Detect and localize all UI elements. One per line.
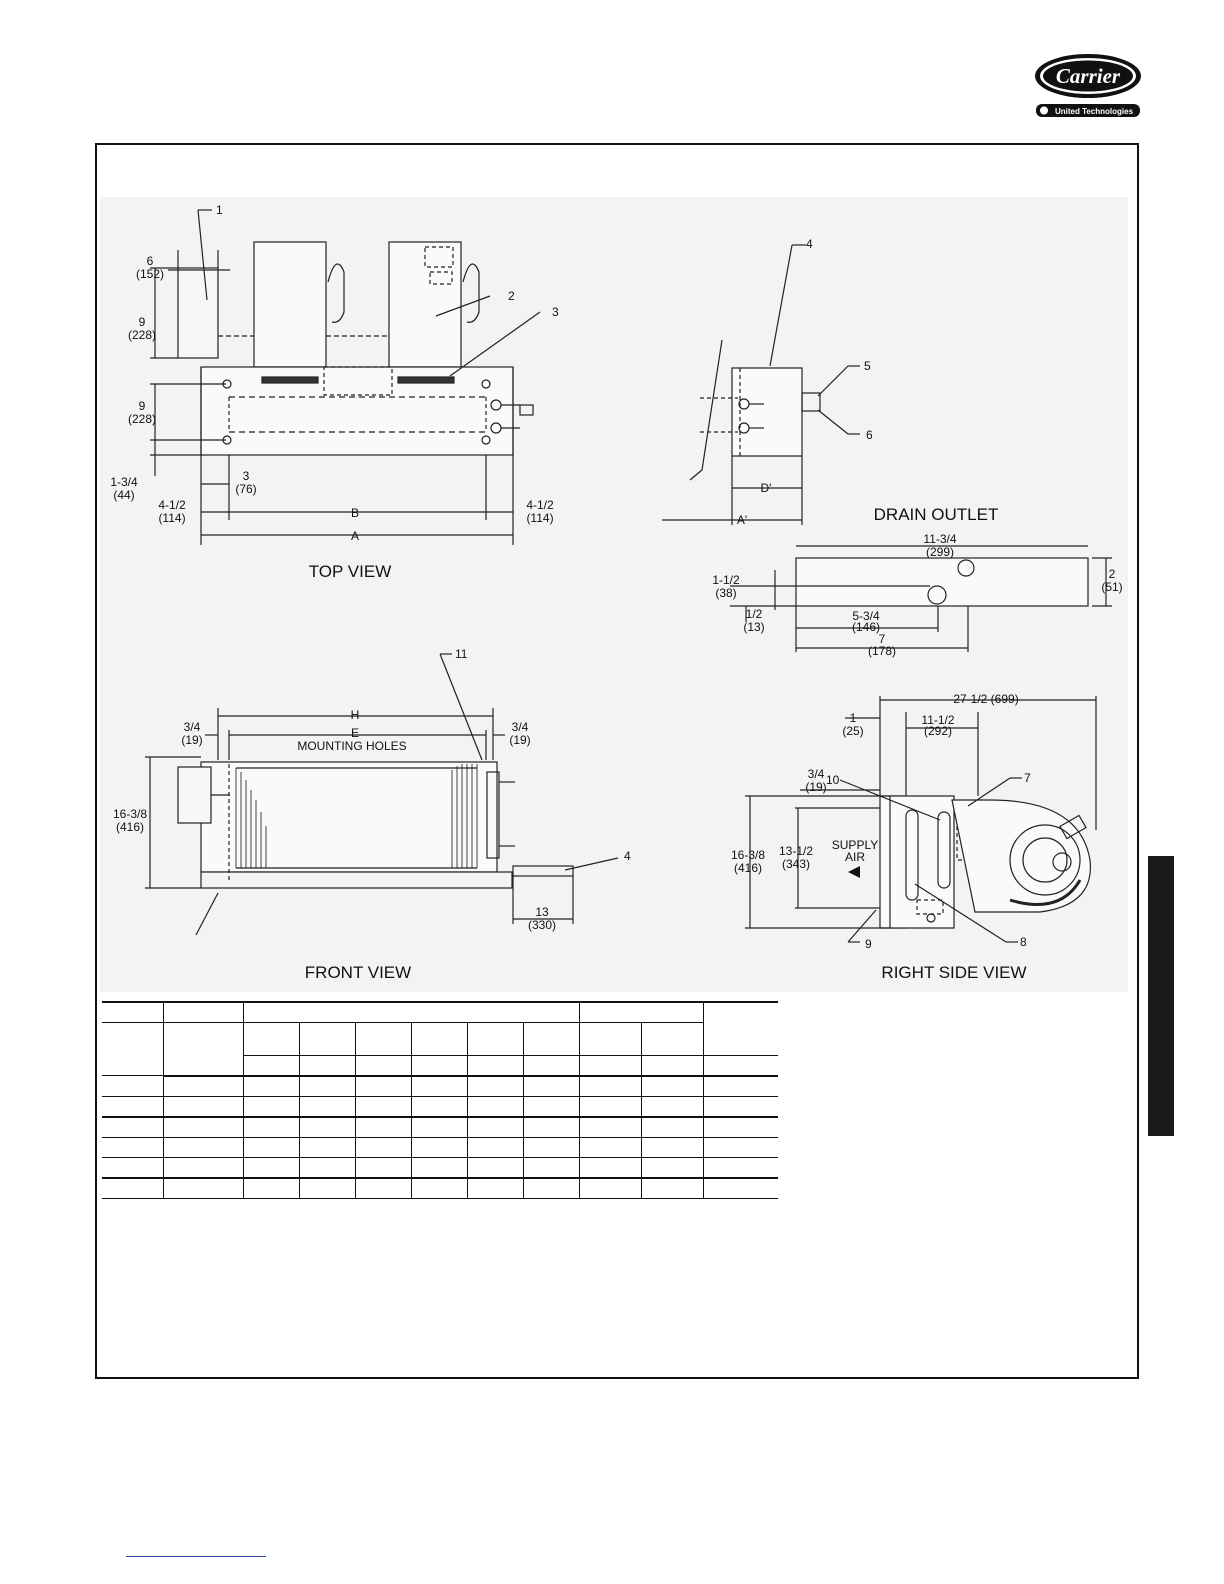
dim-text: (152): [136, 267, 164, 281]
dim-text: (416): [116, 820, 144, 834]
table-row: [102, 1177, 778, 1199]
dim-text: (76): [235, 482, 256, 496]
dim-text: 7: [879, 632, 886, 646]
dim-text: (228): [128, 328, 156, 342]
dim-text: 3/4: [808, 767, 825, 781]
dim-text: 4-1/2: [158, 498, 186, 512]
callout-8: 8: [1020, 935, 1027, 949]
dim-text: 13: [535, 905, 549, 919]
dim-text: (19): [805, 780, 826, 794]
dim-text: A: [351, 529, 359, 543]
top-view: [150, 209, 541, 545]
dim-text: (330): [528, 918, 556, 932]
front-view: [145, 653, 619, 936]
table-row: [102, 1157, 778, 1179]
dim-text: 3/4: [512, 720, 529, 734]
right-side-view: [745, 696, 1097, 943]
table-row: [102, 1075, 778, 1097]
callout-5: 5: [864, 359, 871, 373]
dim-text: (299): [926, 545, 954, 559]
dim-text: (19): [181, 733, 202, 747]
dim-text: 1/2: [746, 607, 763, 621]
carrier-logo: Carrier United Technologies: [1035, 54, 1141, 117]
dim-text: 27-1/2 (699): [953, 692, 1018, 706]
callout-7: 7: [1024, 771, 1031, 785]
dim-text: (146): [852, 620, 880, 634]
dim-text: D': [761, 481, 772, 495]
dim-text: 2: [1109, 567, 1116, 581]
dim-text: A': [737, 513, 747, 527]
brand-parent: United Technologies: [1055, 107, 1134, 116]
dim-text: 9: [139, 315, 146, 329]
dim-text: (13): [743, 620, 764, 634]
dim-text: (228): [128, 412, 156, 426]
top-view-title: TOP VIEW: [309, 562, 392, 581]
dim-text: (292): [924, 724, 952, 738]
right-side-view-title: RIGHT SIDE VIEW: [881, 963, 1026, 982]
table-row: [102, 1096, 778, 1118]
dim-text: (19): [509, 733, 530, 747]
dim-text: (44): [113, 488, 134, 502]
table-header-row: [102, 1001, 778, 1056]
callout-6: 6: [866, 428, 873, 442]
dim-text: H: [351, 708, 360, 722]
dim-text: (38): [715, 586, 736, 600]
callout-10: 10: [826, 773, 840, 787]
callout-4-front: 4: [624, 849, 631, 863]
callout-3: 3: [552, 305, 559, 319]
drain-side-view: [662, 244, 860, 525]
dim-text: E: [351, 726, 359, 740]
callout-4: 4: [806, 237, 813, 251]
dim-text: 9: [139, 399, 146, 413]
section-tab: [1148, 856, 1174, 1136]
drain-outlet-title: DRAIN OUTLET: [874, 505, 999, 524]
brand-name: Carrier: [1056, 64, 1121, 88]
callout-11: 11: [455, 647, 468, 661]
dim-text: 11-3/4: [923, 532, 956, 546]
dim-text: (343): [782, 857, 810, 871]
dim-text: 16-3/8: [731, 848, 765, 862]
dim-text: 16-3/8: [113, 807, 147, 821]
dim-text: (178): [868, 644, 896, 658]
dim-text: SUPPLY: [832, 838, 878, 852]
dim-text: B: [351, 506, 359, 520]
dim-text: AIR: [845, 850, 865, 864]
dim-text: (25): [842, 724, 863, 738]
dim-text: 1-3/4: [110, 475, 138, 489]
table-row: [102, 1055, 778, 1077]
dim-text: 11-1/2: [921, 713, 954, 727]
callout-1: 1: [216, 203, 223, 217]
arrow-left-icon: [848, 866, 860, 878]
dim-text: 1: [850, 711, 857, 725]
dim-text: 5-3/4: [852, 609, 880, 623]
table-subheader-row: [102, 1022, 778, 1056]
table-row: [102, 1116, 778, 1138]
dim-text: 6: [147, 254, 154, 268]
dim-text: 3/4: [184, 720, 201, 734]
dim-text: 1-1/2: [712, 573, 740, 587]
callout-2: 2: [508, 289, 515, 303]
drain-outlet-face: [730, 545, 1112, 652]
table-row: [102, 1137, 778, 1158]
callout-9: 9: [865, 937, 872, 951]
dim-text: (114): [158, 511, 185, 525]
dim-text: 4-1/2: [526, 498, 554, 512]
front-view-title: FRONT VIEW: [305, 963, 411, 982]
dim-text: MOUNTING HOLES: [297, 739, 406, 753]
dimension-table: [102, 1001, 778, 1199]
spec-frame: [95, 143, 1139, 1379]
dim-text: (416): [734, 861, 762, 875]
dim-text: 13-1/2: [779, 844, 813, 858]
dim-text: (114): [526, 511, 553, 525]
footer-link-underline[interactable]: [126, 1556, 266, 1557]
dim-text: (51): [1101, 580, 1122, 594]
dim-text: 3: [243, 469, 250, 483]
